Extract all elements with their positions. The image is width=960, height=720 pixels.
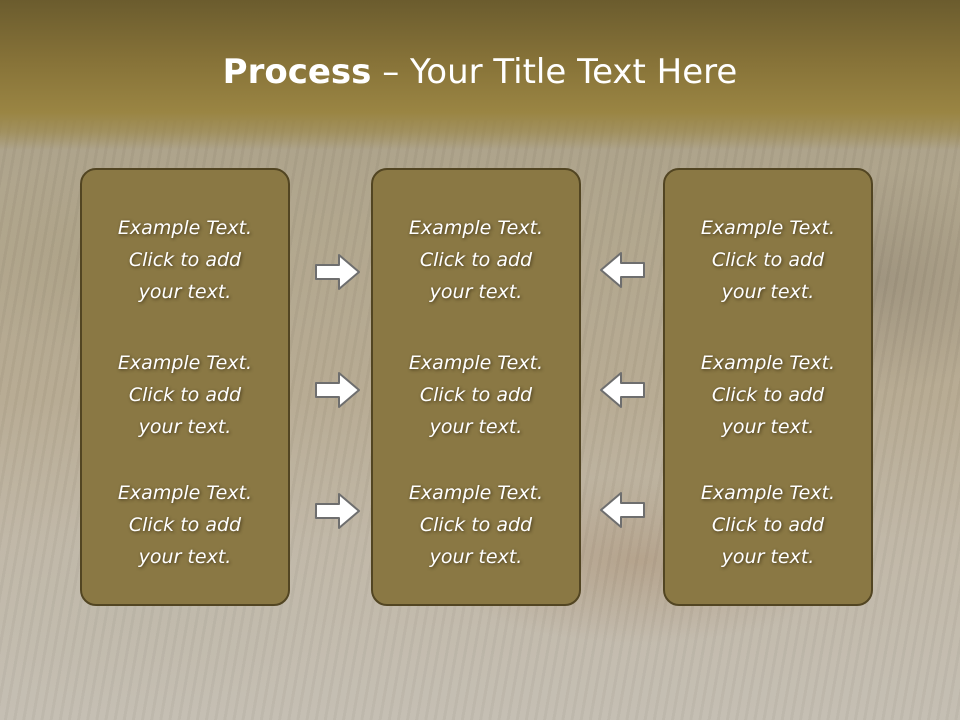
- arrow-right-icon: [315, 254, 360, 290]
- text-line: your text.: [138, 546, 232, 568]
- text-line: Click to add: [419, 249, 533, 271]
- text-line: your text.: [721, 416, 815, 438]
- arrow-left-icon: [600, 372, 645, 408]
- title-separator: –: [371, 52, 411, 92]
- text-placeholder[interactable]: Example Text. Click to add your text.: [665, 477, 871, 573]
- right-text-panel[interactable]: Example Text. Click to add your text. Ex…: [663, 168, 873, 606]
- text-placeholder[interactable]: Example Text. Click to add your text.: [665, 347, 871, 443]
- text-placeholder[interactable]: Example Text. Click to add your text.: [373, 347, 579, 443]
- slide-title[interactable]: Process – Your Title Text Here: [0, 52, 960, 92]
- text-placeholder[interactable]: Example Text. Click to add your text.: [373, 477, 579, 573]
- text-line: Example Text.: [117, 217, 253, 239]
- text-placeholder[interactable]: Example Text. Click to add your text.: [82, 347, 288, 443]
- text-line: Example Text.: [408, 482, 544, 504]
- text-placeholder[interactable]: Example Text. Click to add your text.: [665, 212, 871, 308]
- text-line: Example Text.: [700, 217, 836, 239]
- text-line: Click to add: [128, 384, 242, 406]
- text-line: Click to add: [128, 514, 242, 536]
- text-line: your text.: [138, 281, 232, 303]
- text-line: Click to add: [419, 514, 533, 536]
- text-line: Click to add: [419, 384, 533, 406]
- text-placeholder[interactable]: Example Text. Click to add your text.: [82, 477, 288, 573]
- text-line: Example Text.: [700, 352, 836, 374]
- middle-text-panel[interactable]: Example Text. Click to add your text. Ex…: [371, 168, 581, 606]
- text-line: your text.: [429, 416, 523, 438]
- title-bold-part: Process: [222, 52, 372, 92]
- text-line: your text.: [138, 416, 232, 438]
- text-placeholder[interactable]: Example Text. Click to add your text.: [82, 212, 288, 308]
- text-line: your text.: [429, 546, 523, 568]
- text-placeholder[interactable]: Example Text. Click to add your text.: [373, 212, 579, 308]
- left-text-panel[interactable]: Example Text. Click to add your text. Ex…: [80, 168, 290, 606]
- text-line: Example Text.: [700, 482, 836, 504]
- arrow-left-icon: [600, 492, 645, 528]
- text-line: Example Text.: [408, 217, 544, 239]
- arrow-right-icon: [315, 493, 360, 529]
- arrow-left-icon: [600, 252, 645, 288]
- text-line: Example Text.: [117, 352, 253, 374]
- text-line: your text.: [429, 281, 523, 303]
- title-rest: Your Title Text Here: [410, 52, 738, 92]
- title-banner: [0, 0, 960, 150]
- text-line: Click to add: [711, 384, 825, 406]
- text-line: your text.: [721, 281, 815, 303]
- text-line: Example Text.: [117, 482, 253, 504]
- arrow-right-icon: [315, 372, 360, 408]
- text-line: Click to add: [711, 514, 825, 536]
- text-line: Click to add: [128, 249, 242, 271]
- text-line: your text.: [721, 546, 815, 568]
- text-line: Click to add: [711, 249, 825, 271]
- text-line: Example Text.: [408, 352, 544, 374]
